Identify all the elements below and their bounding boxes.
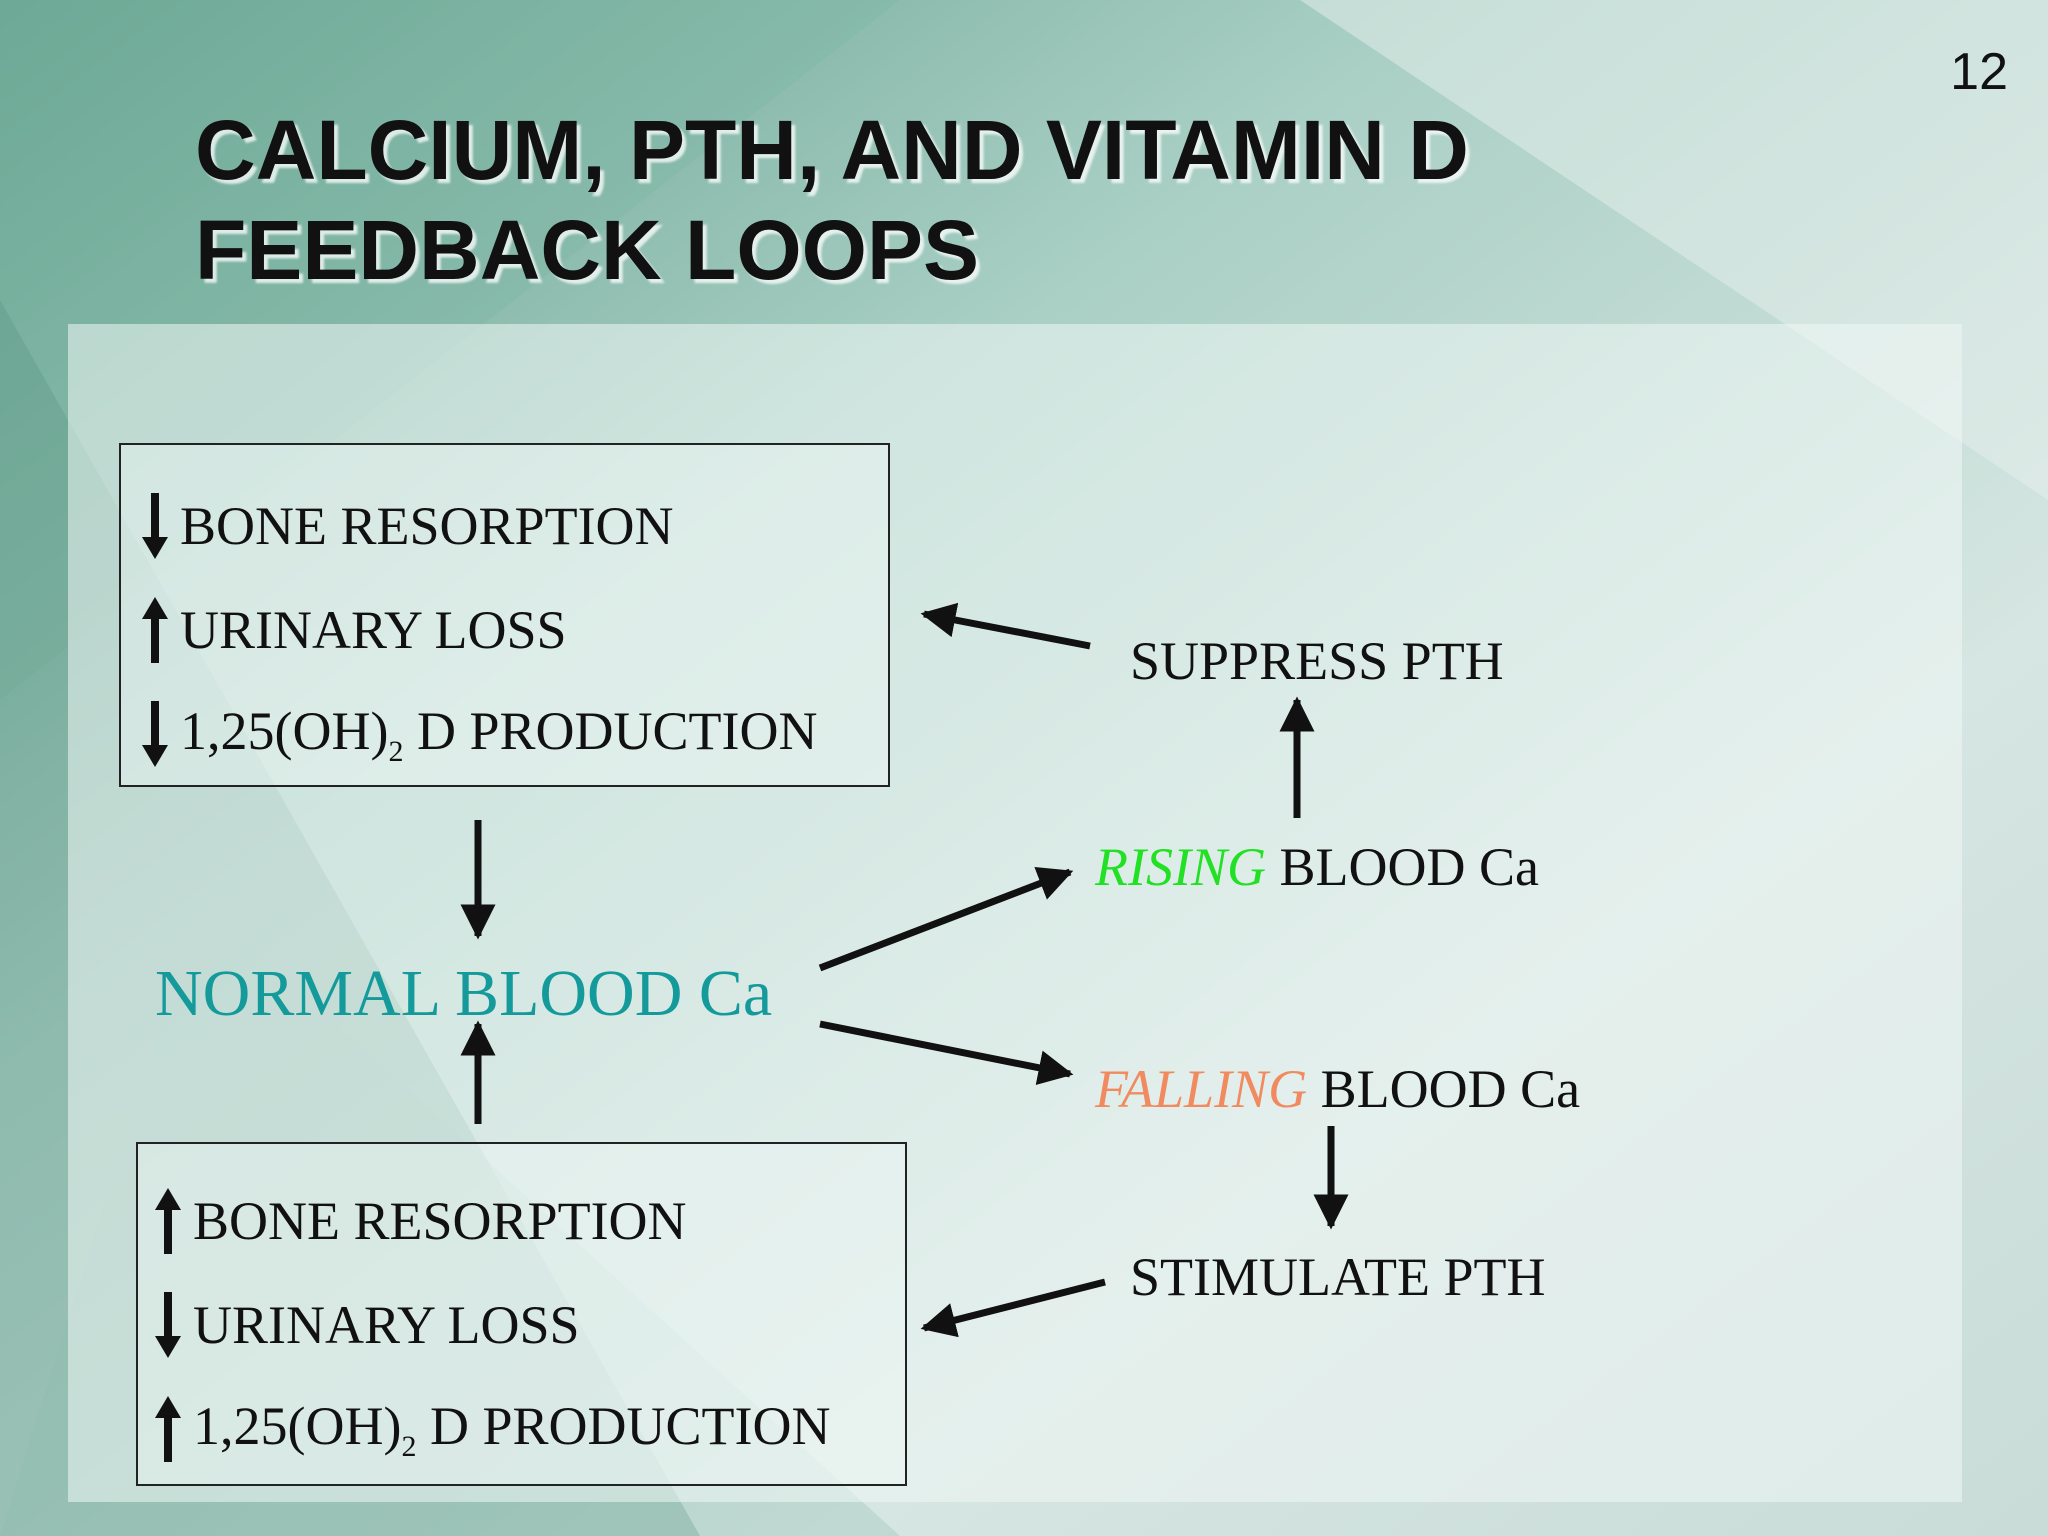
slide-title: CALCIUM, PTH, AND VITAMIN D FEEDBACK LOO… [195, 100, 1695, 300]
bottom-effects-box [136, 1142, 907, 1486]
top-effects-box [119, 443, 890, 787]
subscript-two: 2 [388, 734, 404, 768]
up-arrow-icon [155, 1188, 181, 1254]
rising-rest: BLOOD Ca [1265, 837, 1539, 897]
vitamin-d-formula: 1,25(OH) [180, 700, 389, 761]
normal-blood-ca-label: NORMAL BLOOD Ca [155, 957, 773, 1030]
down-arrow-icon [142, 701, 168, 767]
down-arrow-icon [142, 493, 168, 559]
top-row-vitamin-d: 1,25(OH)2 D PRODUCTION [140, 699, 818, 769]
title-line-2: FEEDBACK LOOPS [195, 203, 980, 297]
top-row-vitamin-d-text: 1,25(OH)2 D PRODUCTION [180, 700, 818, 769]
title-line-1: CALCIUM, PTH, AND VITAMIN D [195, 103, 1469, 197]
stimulate-pth-label: STIMULATE PTH [1130, 1247, 1546, 1307]
subscript-two: 2 [401, 1429, 417, 1463]
up-arrow-icon [155, 1396, 181, 1462]
falling-rest: BLOOD Ca [1307, 1059, 1581, 1119]
vitamin-d-formula: 1,25(OH) [193, 1395, 402, 1456]
top-row-bone-resorption-text: BONE RESORPTION [180, 496, 674, 556]
top-row-bone-resorption: BONE RESORPTION [140, 491, 674, 561]
top-row-urinary-loss-text: URINARY LOSS [180, 600, 567, 660]
top-row-urinary-loss: URINARY LOSS [140, 595, 567, 665]
rising-word: RISING [1095, 837, 1266, 897]
bottom-row-urinary-loss: URINARY LOSS [153, 1290, 580, 1360]
falling-blood-ca-label: FALLING BLOOD Ca [1095, 1058, 1580, 1120]
bottom-row-vitamin-d: 1,25(OH)2 D PRODUCTION [153, 1394, 831, 1464]
slide-number: 12 [1950, 43, 2008, 101]
suppress-pth-label: SUPPRESS PTH [1130, 631, 1504, 691]
up-arrow-icon [142, 597, 168, 663]
bottom-row-bone-resorption: BONE RESORPTION [153, 1186, 687, 1256]
bottom-row-bone-resorption-text: BONE RESORPTION [193, 1191, 687, 1251]
rising-blood-ca-label: RISING BLOOD Ca [1095, 836, 1539, 898]
down-arrow-icon [155, 1292, 181, 1358]
production-label: D PRODUCTION [403, 700, 818, 761]
bottom-row-vitamin-d-text: 1,25(OH)2 D PRODUCTION [193, 1395, 831, 1464]
falling-word: FALLING [1095, 1059, 1308, 1119]
bottom-row-urinary-loss-text: URINARY LOSS [193, 1295, 580, 1355]
production-label: D PRODUCTION [416, 1395, 831, 1456]
